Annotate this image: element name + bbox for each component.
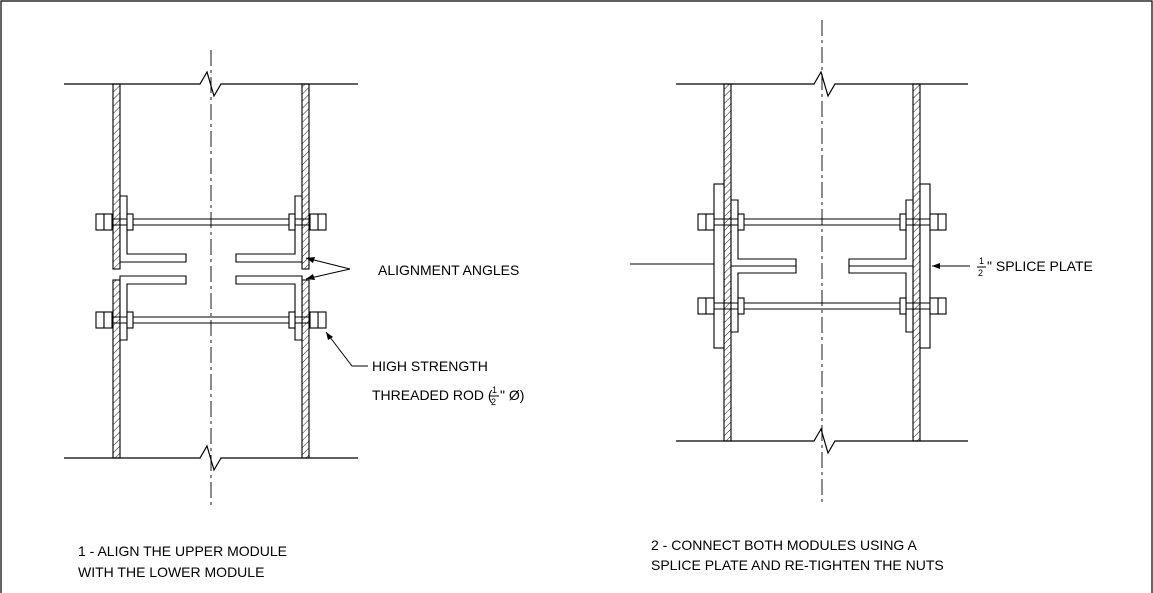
fraction-half-denominator: 2 <box>491 397 496 407</box>
leader-alignment-angles <box>305 257 351 280</box>
break-line-top <box>676 70 968 98</box>
fraction-half-numerator: 1 <box>492 385 497 395</box>
lower-module-right-wall <box>301 279 310 459</box>
label-splice-plate: 1 2 " SPLICE PLATE <box>977 256 1093 278</box>
alignment-angle-upper-right <box>848 199 914 267</box>
detail-2-splice-modules: 1 2 " SPLICE PLATE 2 - CONNECT BOTH MODU… <box>630 20 1093 573</box>
threaded-rod-upper <box>697 213 947 231</box>
lower-module-left-wall <box>112 279 121 459</box>
detail-1-align-modules: ALIGNMENT ANGLES HIGH STRENGTH THREADED … <box>64 50 524 580</box>
splice-plate-left <box>713 183 725 349</box>
break-line-top <box>64 70 358 98</box>
step-1-caption-line1: 1 - ALIGN THE UPPER MODULE <box>78 543 287 559</box>
alignment-angle-lower-left <box>119 275 187 341</box>
svg-text:THREADED ROD (: THREADED ROD ( <box>372 387 493 403</box>
upper-module-right-wall <box>301 83 310 270</box>
leader-splice-plate <box>932 263 970 269</box>
step-2-caption-line2: SPLICE PLATE AND RE-TIGHTEN THE NUTS <box>651 557 944 573</box>
threaded-rod-lower <box>697 297 947 315</box>
svg-text:" SPLICE PLATE: " SPLICE PLATE <box>987 258 1093 274</box>
alignment-angle-lower-left <box>730 265 797 333</box>
alignment-angle-upper-left <box>119 195 187 263</box>
threaded-rod-lower <box>95 311 327 329</box>
module-right-wall <box>912 83 921 442</box>
alignment-angle-upper-right <box>235 195 303 263</box>
fraction-half-denominator: 2 <box>978 268 983 278</box>
fraction-half-numerator: 1 <box>979 256 984 266</box>
break-line-bottom <box>64 444 358 472</box>
label-rod-line2: THREADED ROD ( 1 2 " Ø) <box>372 385 524 407</box>
label-rod-line1: HIGH STRENGTH <box>372 358 488 374</box>
upper-module-left-wall <box>112 83 121 270</box>
alignment-angle-lower-right <box>848 265 914 333</box>
threaded-rod-upper <box>95 213 327 231</box>
step-1-caption-line2: WITH THE LOWER MODULE <box>78 564 264 580</box>
splice-plate-right <box>919 183 931 349</box>
module-left-wall <box>723 83 732 442</box>
break-line-bottom <box>676 427 968 455</box>
svg-text:" Ø): " Ø) <box>500 387 524 403</box>
leader-threaded-rod <box>325 331 368 367</box>
label-alignment-angles: ALIGNMENT ANGLES <box>378 262 519 278</box>
step-2-caption-line1: 2 - CONNECT BOTH MODULES USING A <box>651 537 917 553</box>
alignment-angle-upper-left <box>730 199 797 267</box>
alignment-angle-lower-right <box>235 275 303 341</box>
